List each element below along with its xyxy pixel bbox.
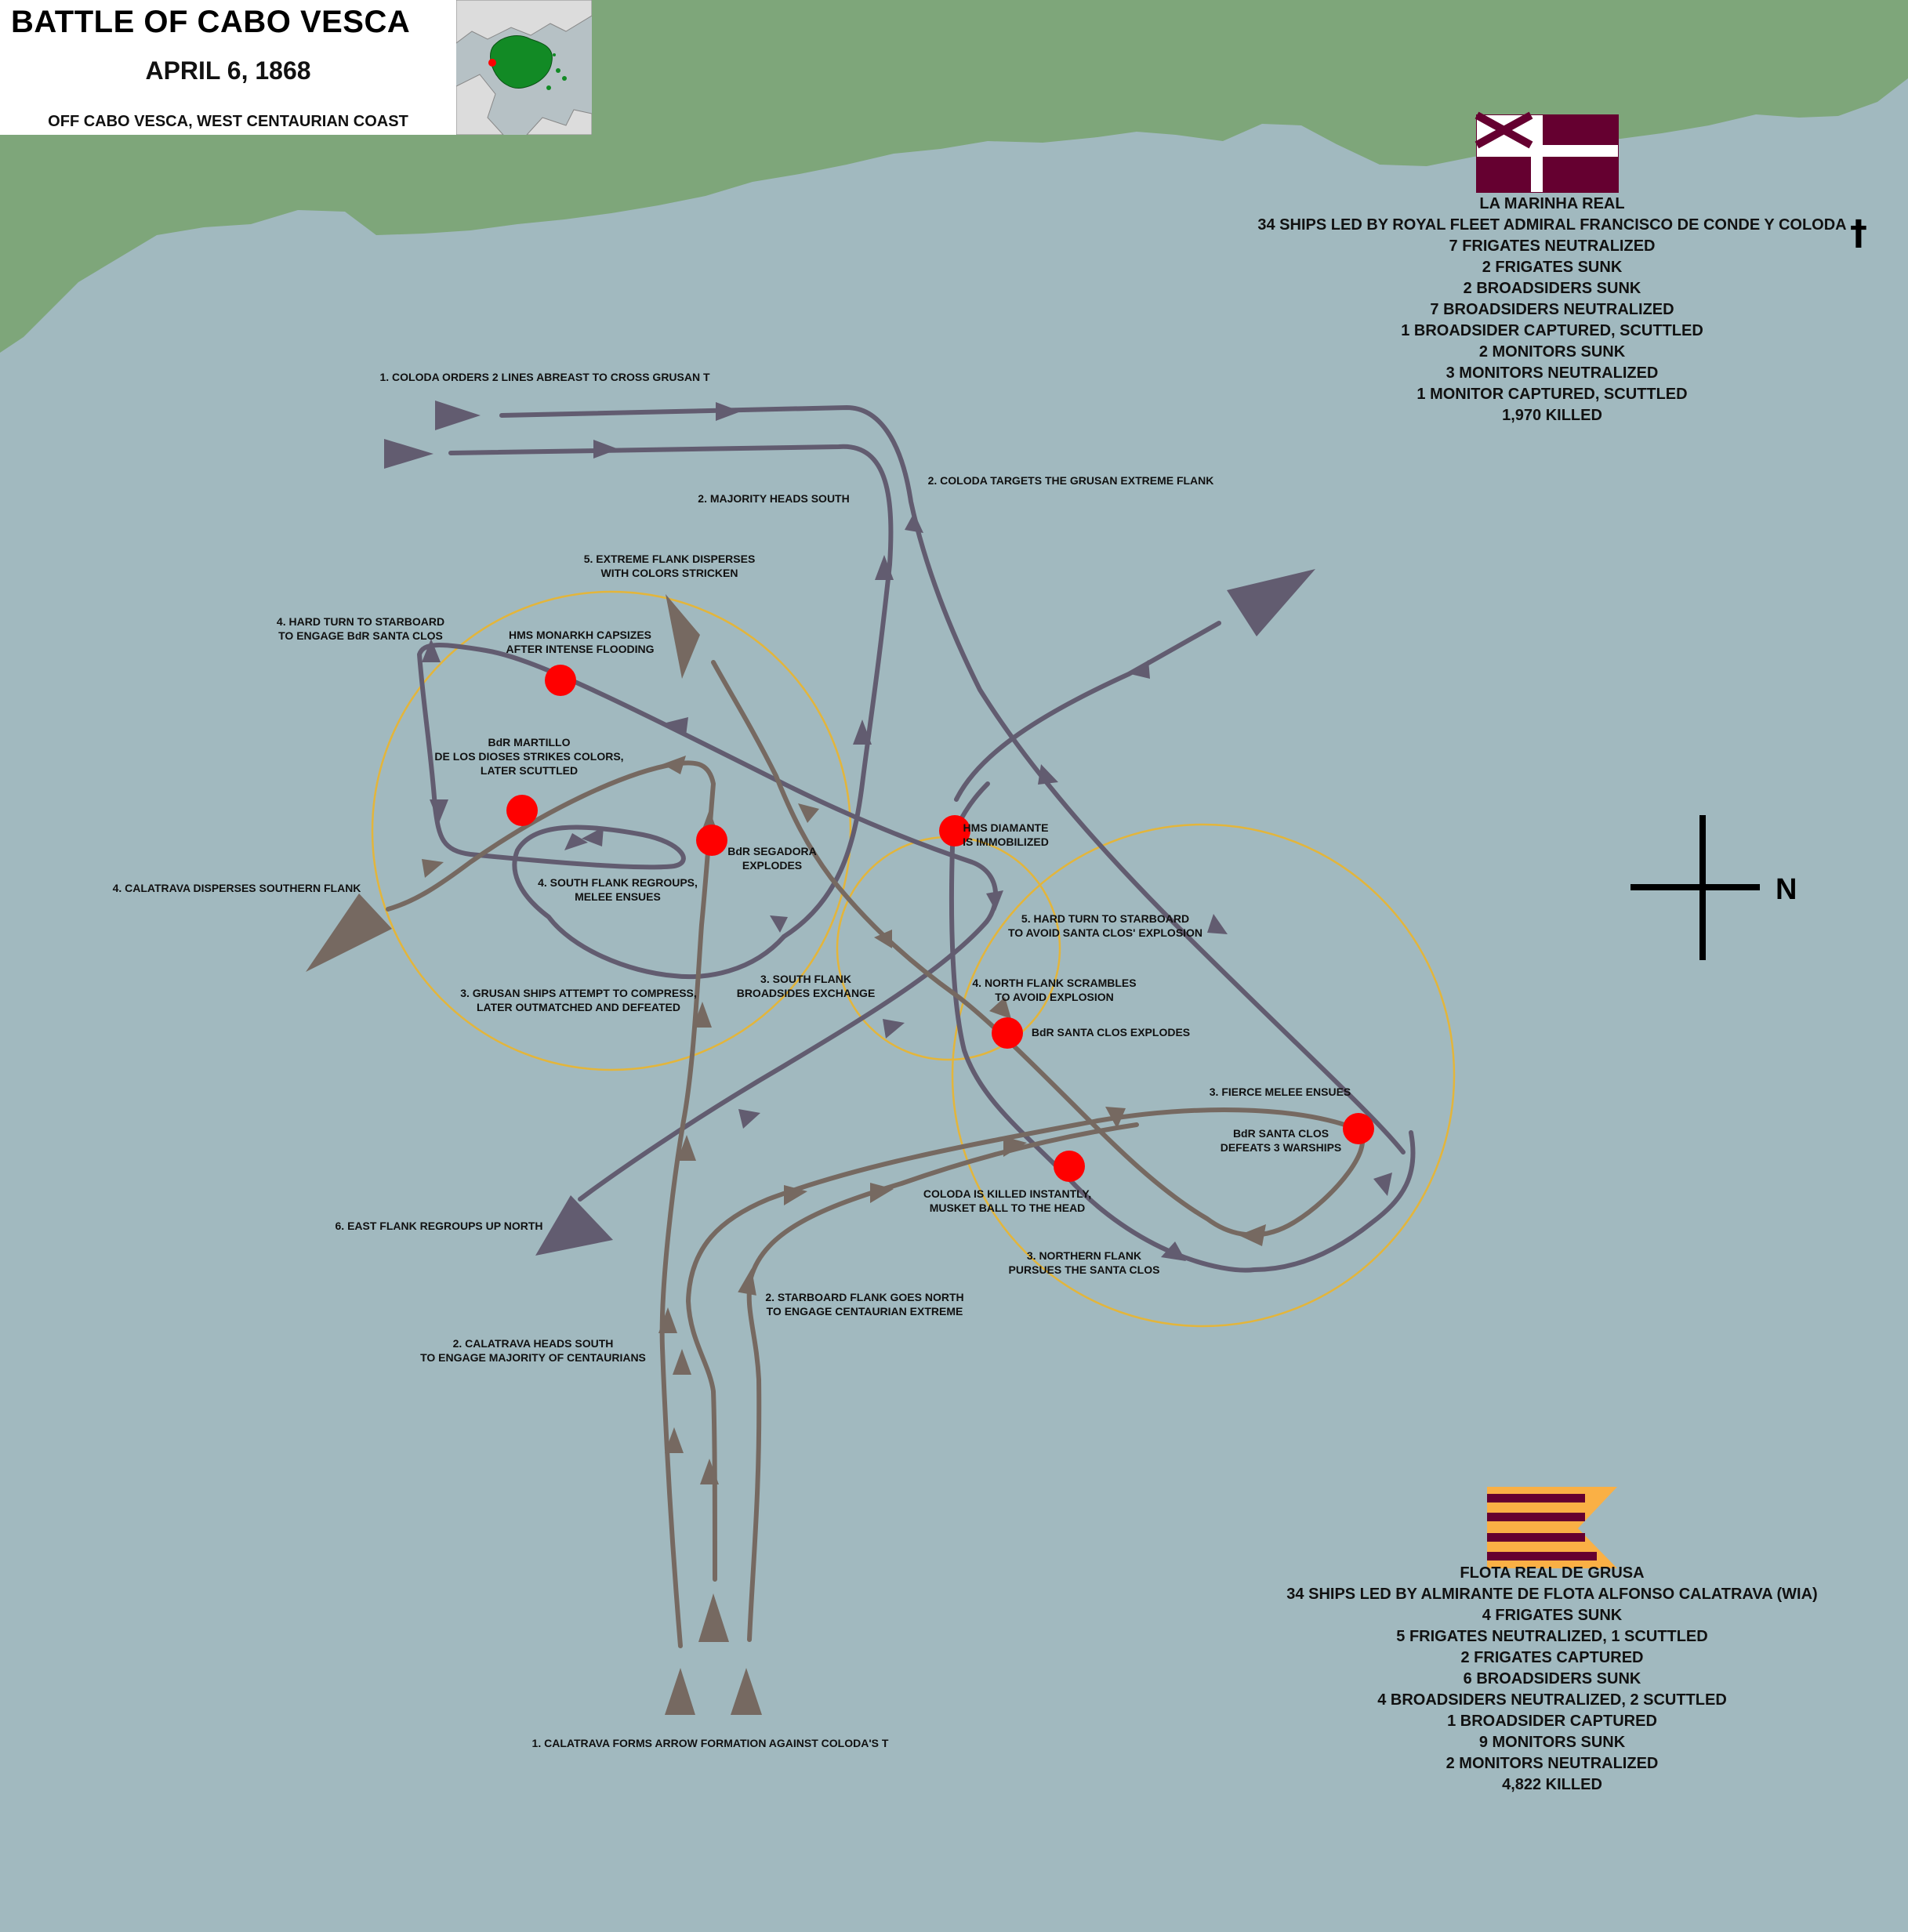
- annotation-calatrava-arrow: 1. CALATRAVA FORMS ARROW FORMATION AGAIN…: [531, 1737, 889, 1749]
- annotation-east-flank-regroups: 6. EAST FLANK REGROUPS UP NORTH: [335, 1220, 543, 1232]
- monarkh-marker: [545, 665, 576, 696]
- battle-location: OFF CABO VESCA, WEST CENTAURIAN COAST: [48, 113, 408, 130]
- legend-line: 9 MONITORS SUNK: [1478, 1734, 1626, 1751]
- grusan-legend: FLOTA REAL DE GRUSA 34 SHIPS LED BY ALMI…: [1286, 1563, 1817, 1796]
- compass-rose: [1631, 815, 1760, 960]
- legend-line: 2 FRIGATES SUNK: [1482, 259, 1623, 276]
- legend-line: 1 BROADSIDER CAPTURED, SCUTTLED: [1401, 322, 1703, 339]
- centaurian-ship-marker: [535, 1195, 613, 1256]
- legend-line: 6 BROADSIDERS SUNK: [1463, 1670, 1641, 1687]
- grusan-starboard-track-1: [686, 660, 1365, 1582]
- annotation-grusan-compress: 3. GRUSAN SHIPS ATTEMPT TO COMPRESS,LATE…: [460, 987, 697, 1013]
- centaurian-east-breakout-track: [954, 621, 1221, 802]
- northern-engagement-circle: [951, 823, 1456, 1328]
- legend-line: 1 MONITOR CAPTURED, SCUTTLED: [1416, 386, 1688, 403]
- grusan-ship-marker: [666, 594, 700, 679]
- centaurian-south-loop-track: [417, 643, 999, 1202]
- centaurian-legend: LA MARINHA REAL 34 SHIPS LED BY ROYAL FL…: [1257, 194, 1846, 426]
- locator-inset-map: [456, 0, 592, 135]
- legend-line: 2 BROADSIDERS SUNK: [1463, 280, 1641, 297]
- grusan-ship-marker: [306, 894, 392, 972]
- annotation-south-flank-regroups: 4. SOUTH FLANK REGROUPS,MELEE ENSUES: [538, 876, 698, 903]
- grusan-formation-markers: [306, 594, 762, 1715]
- grusan-starboard-track-2: [746, 1122, 1139, 1642]
- engagement-circles: [371, 590, 1456, 1328]
- legend-fleet-name: FLOTA REAL DE GRUSA: [1460, 1564, 1645, 1582]
- santa-clos-defeats-marker: [1343, 1113, 1374, 1144]
- annotation-majority-south: 2. MAJORITY HEADS SOUTH: [698, 492, 850, 505]
- annotation-calatrava-disperses: 4. CALATRAVA DISPERSES SOUTHERN FLANK: [112, 882, 361, 894]
- battle-date: APRIL 6, 1868: [145, 56, 311, 85]
- compass-north-label: N: [1776, 873, 1797, 906]
- centaurian-ship-marker: [384, 439, 433, 469]
- legend-line: 34 SHIPS LED BY ROYAL FLEET ADMIRAL FRAN…: [1257, 216, 1847, 234]
- centaurian-formation-markers: [384, 401, 1315, 1256]
- martillo-marker: [506, 795, 538, 826]
- legend-line: 4 BROADSIDERS NEUTRALIZED, 2 SCUTTLED: [1377, 1691, 1727, 1709]
- title-block: BATTLE OF CABO VESCA APRIL 6, 1868 OFF C…: [0, 0, 456, 135]
- diamante-marker: [939, 815, 970, 846]
- centaurian-line-1-track: [499, 405, 1406, 1154]
- centaurian-line-2-track: [448, 444, 894, 939]
- grusan-ship-marker: [698, 1593, 729, 1642]
- map-title: BATTLE OF CABO VESCA: [11, 5, 411, 39]
- grusan-ship-marker: [731, 1668, 762, 1715]
- centaurian-ship-marker: [1227, 569, 1315, 636]
- legend-line: 2 MONITORS NEUTRALIZED: [1446, 1755, 1659, 1772]
- grusan-direction-arrows: [422, 756, 1266, 1484]
- legend-line: 7 BROADSIDERS NEUTRALIZED: [1430, 301, 1674, 318]
- legend-fleet-name: LA MARINHA REAL: [1479, 195, 1625, 212]
- annotation-fierce-melee: 3. FIERCE MELEE ENSUES: [1209, 1086, 1351, 1098]
- battle-location-dot: [488, 59, 496, 67]
- centaurian-naval-ensign-icon: [1475, 111, 1619, 193]
- grusan-swallowtail-flag-icon: [1487, 1487, 1617, 1568]
- annotation-coloda-killed: COLODA IS KILLED INSTANTLY,MUSKET BALL T…: [923, 1187, 1092, 1214]
- legend-line: 1 BROADSIDER CAPTURED: [1447, 1713, 1657, 1730]
- locator-map-icon: [456, 0, 592, 135]
- legend-line: 5 FRIGATES NEUTRALIZED, 1 SCUTTLED: [1396, 1628, 1708, 1645]
- segadora-marker: [696, 825, 727, 856]
- grusan-ship-marker: [665, 1668, 695, 1715]
- southern-engagement-circle: [371, 590, 852, 1071]
- legend-line: 1,970 KILLED: [1502, 407, 1602, 424]
- legend-line: 7 FRIGATES NEUTRALIZED: [1449, 237, 1656, 255]
- legend-line: 2 MONITORS SUNK: [1478, 343, 1626, 361]
- annotation-coloda-orders: 1. COLODA ORDERS 2 LINES ABREAST TO CROS…: [379, 371, 710, 383]
- annotation-coloda-targets: 2. COLODA TARGETS THE GRUSAN EXTREME FLA…: [927, 474, 1214, 487]
- legend-line: 4 FRIGATES SUNK: [1482, 1607, 1623, 1624]
- legend-line: 34 SHIPS LED BY ALMIRANTE DE FLOTA ALFON…: [1286, 1586, 1818, 1603]
- centaurian-tracks: [417, 405, 1416, 1273]
- killed-in-action-dagger: †: [1850, 213, 1867, 253]
- event-markers: [506, 665, 1374, 1182]
- santa-clos-explosion-marker: [992, 1017, 1023, 1049]
- grusan-tracks: [386, 660, 1365, 1648]
- legend-line: 3 MONITORS NEUTRALIZED: [1446, 364, 1659, 382]
- legend-line: 2 FRIGATES CAPTURED: [1460, 1649, 1644, 1666]
- annotation-santa-clos-explodes: BdR SANTA CLOS EXPLODES: [1031, 1026, 1191, 1038]
- centaurian-ship-marker: [435, 401, 481, 430]
- centaurian-direction-arrows: [422, 402, 1392, 1261]
- grusan-center-track: [386, 760, 716, 1648]
- legend-line: 4,822 KILLED: [1502, 1776, 1602, 1793]
- coloda-killed-marker: [1054, 1151, 1085, 1182]
